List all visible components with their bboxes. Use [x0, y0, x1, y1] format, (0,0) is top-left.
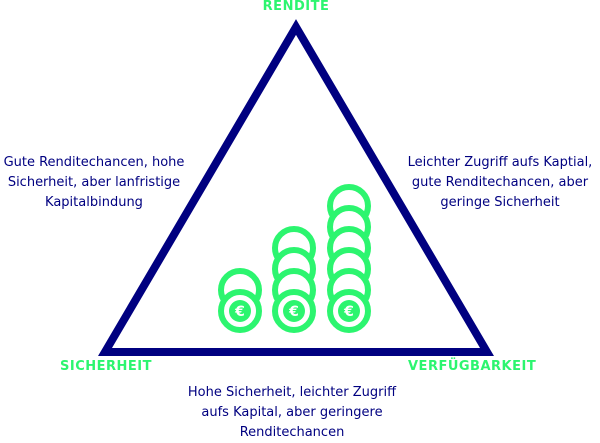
- corner-label-verfuegbarkeit: VERFÜGBARKEIT: [408, 359, 537, 374]
- description-right: Leichter Zugriff aufs Kaptial, gute Rend…: [398, 153, 600, 213]
- coin-stack: €: [272, 226, 316, 333]
- euro-symbol: €: [288, 304, 299, 320]
- coin-stack: €: [327, 184, 371, 333]
- description-line: Gute Renditechancen, hohe: [3, 155, 185, 170]
- description-line: geringe Sicherheit: [440, 195, 560, 210]
- corner-label-sicherheit: SICHERHEIT: [60, 359, 152, 374]
- coin-face: [229, 300, 251, 322]
- coin-face: [283, 300, 305, 322]
- coin-stacks: € € €: [218, 184, 371, 333]
- description-line: Kapitalbindung: [45, 195, 143, 210]
- coin-stack: €: [218, 268, 262, 333]
- description-bottom: Hohe Sicherheit, leichter Zugriff aufs K…: [140, 383, 444, 443]
- description-left: Gute Renditechancen, hohe Sicherheit, ab…: [0, 153, 188, 213]
- euro-symbol: €: [343, 304, 354, 320]
- triangle-outline: [98, 19, 494, 356]
- description-line: Leichter Zugriff aufs Kaptial,: [407, 155, 593, 170]
- description-line: Renditechancen: [239, 425, 345, 440]
- coin-face: [338, 300, 360, 322]
- description-line: Sicherheit, aber lanfristige: [7, 175, 181, 190]
- corner-label-rendite: RENDITE: [262, 0, 330, 14]
- description-line: gute Renditechancen, aber: [411, 175, 589, 190]
- triangle-diagram: € € €: [98, 19, 494, 356]
- description-line: aufs Kapital, aber geringere: [201, 405, 383, 420]
- description-line: Hohe Sicherheit, leichter Zugriff: [187, 385, 397, 400]
- euro-symbol: €: [234, 304, 245, 320]
